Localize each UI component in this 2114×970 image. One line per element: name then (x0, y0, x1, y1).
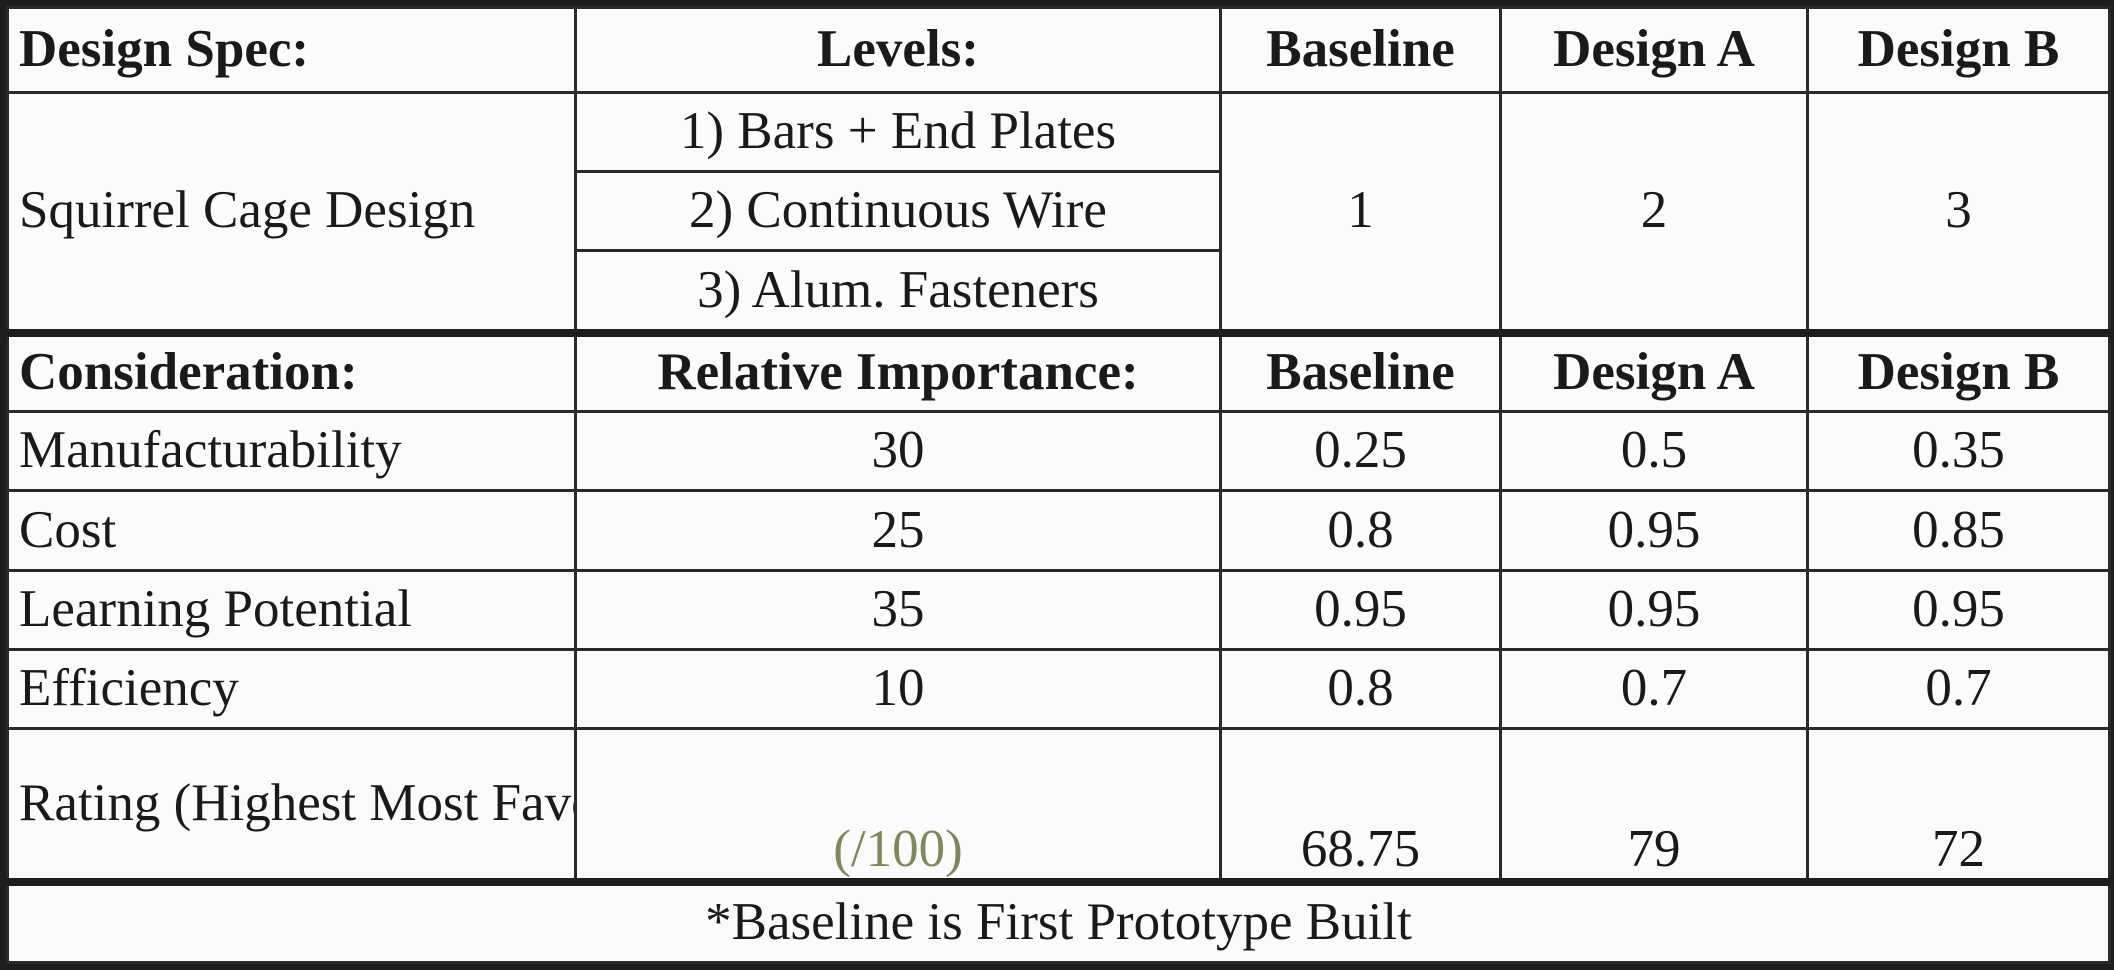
baseline-header: Baseline (1219, 6, 1502, 94)
table-row: Manufacturability 30 0.25 0.5 0.35 (6, 409, 2111, 493)
design-b-rating: 72 (1806, 727, 2111, 884)
table-row: Learning Potential 35 0.95 0.95 0.95 (6, 568, 2111, 651)
level-option: 1) Bars + End Plates (574, 90, 1222, 173)
design-b-score: 0.7 (1806, 647, 2111, 731)
baseline-score: 0.95 (1219, 568, 1502, 651)
design-b-score: 0.35 (1806, 409, 2111, 493)
baseline-score: 0.8 (1219, 489, 1502, 572)
baseline-header: Baseline (1219, 328, 1502, 413)
decision-matrix-grid: Design Spec: Levels: Baseline Design A D… (6, 6, 2111, 964)
baseline-rating: 68.75 (1219, 727, 1502, 884)
consideration-name: Manufacturability (6, 409, 577, 493)
rating-row: Rating (Highest Most Favorable) (/100) 6… (6, 727, 2111, 884)
design-b-level-value: 3 (1806, 90, 2111, 335)
importance-value: 30 (574, 409, 1222, 493)
consideration-name: Learning Potential (6, 568, 577, 651)
design-a-header: Design A (1499, 328, 1809, 413)
design-b-header: Design B (1806, 328, 2111, 413)
levels-header: Levels: (574, 6, 1222, 94)
rating-label: Rating (Highest Most Favorable) (6, 727, 577, 884)
design-b-score: 0.85 (1806, 489, 2111, 572)
design-b-score: 0.95 (1806, 568, 2111, 651)
baseline-score: 0.8 (1219, 647, 1502, 731)
design-b-header: Design B (1806, 6, 2111, 94)
rating-scale: (/100) (574, 727, 1222, 884)
design-a-header: Design A (1499, 6, 1809, 94)
importance-value: 10 (574, 647, 1222, 731)
consideration-name: Efficiency (6, 647, 577, 731)
design-a-rating: 79 (1499, 727, 1809, 884)
table-row: Cost 25 0.8 0.95 0.85 (6, 489, 2111, 572)
level-option: 3) Alum. Fasteners (574, 249, 1222, 335)
importance-value: 25 (574, 489, 1222, 572)
table-row: Efficiency 10 0.8 0.7 0.7 (6, 647, 2111, 731)
consideration-header: Consideration: (6, 328, 577, 413)
design-spec-name: Squirrel Cage Design (6, 90, 577, 335)
relative-importance-header: Relative Importance: (574, 328, 1222, 413)
design-a-score: 0.95 (1499, 489, 1809, 572)
importance-value: 35 (574, 568, 1222, 651)
design-a-score: 0.7 (1499, 647, 1809, 731)
consideration-name: Cost (6, 489, 577, 572)
design-a-score: 0.95 (1499, 568, 1809, 651)
level-option: 2) Continuous Wire (574, 169, 1222, 253)
baseline-score: 0.25 (1219, 409, 1502, 493)
footnote: *Baseline is First Prototype Built (6, 877, 2111, 964)
design-a-score: 0.5 (1499, 409, 1809, 493)
design-spec-header: Design Spec: (6, 6, 577, 94)
design-a-level-value: 2 (1499, 90, 1809, 335)
baseline-level-value: 1 (1219, 90, 1502, 335)
